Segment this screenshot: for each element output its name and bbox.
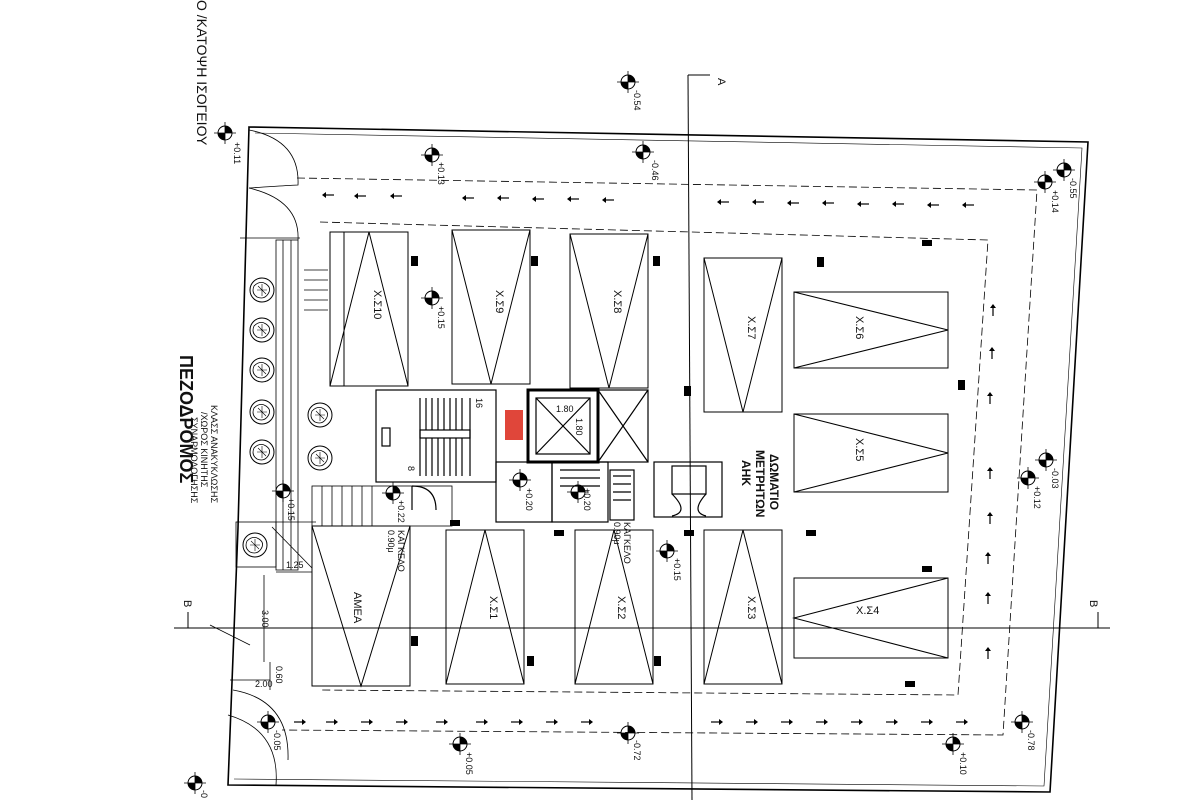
dim-3-00: 3.00 bbox=[260, 610, 270, 628]
parking-space-7 bbox=[703, 257, 783, 413]
level-012: +0.12 bbox=[1032, 486, 1042, 509]
parking-space-5 bbox=[793, 413, 949, 493]
parking-label-6: Χ.Σ6 bbox=[853, 316, 865, 339]
plot-boundary bbox=[227, 126, 1089, 793]
stairs-bottom-number: 8 bbox=[406, 466, 416, 471]
parking-label-3: Χ.Σ3 bbox=[745, 596, 757, 619]
level-010: +0.10 bbox=[958, 752, 968, 775]
level-014: +0.14 bbox=[1050, 190, 1060, 213]
section-label-a-top: A bbox=[715, 78, 727, 86]
parking-space-10 bbox=[329, 231, 409, 387]
parking-space-8 bbox=[569, 233, 649, 389]
parking-space-amea bbox=[311, 525, 411, 688]
street-note-2: /ΧΩΡΟΣ ΚΙΝΗΤΗΣ bbox=[199, 412, 209, 488]
meter-room-line-3: ΑΗΚ bbox=[739, 460, 753, 486]
level-003: -0.03 bbox=[1050, 468, 1060, 489]
level-011: +0.11 bbox=[232, 142, 242, 164]
meter-room-line-1: ΔΩΜΑΤΙΟ bbox=[767, 454, 781, 510]
street-note-1: ΚΛΑΣΣ ΑΝΑΚΥΚΛΩΣΗΣ bbox=[209, 405, 219, 503]
level-005a: -0.05 bbox=[272, 730, 282, 751]
dim-0-60: 0.60 bbox=[274, 666, 284, 684]
level-015c: +0.15 bbox=[672, 558, 682, 581]
drawing-title: Ο /ΚΑΤΟΨΗ ΙΣΟΓΕΙΟΥ bbox=[194, 0, 210, 146]
section-label-b-left: B bbox=[181, 600, 193, 607]
elevator-height: 1.80 bbox=[574, 418, 584, 436]
parking-space-3 bbox=[703, 529, 783, 685]
stairs-top-number: 16 bbox=[474, 398, 484, 408]
section-line-a: A bbox=[687, 74, 727, 800]
level-005b: +0.05 bbox=[464, 752, 474, 775]
gate-right-label: ΚΑΓΚΕΛΟ bbox=[622, 522, 632, 564]
dimensions bbox=[209, 571, 312, 690]
level-020a: +0.20 bbox=[524, 488, 534, 511]
level-055: -0.55 bbox=[1068, 178, 1078, 199]
gate-left-label: ΚΑΓΚΕΛΟ bbox=[396, 530, 406, 572]
parking-space-2 bbox=[574, 529, 654, 685]
parking-label-2: Χ.Σ2 bbox=[615, 596, 627, 619]
parking-space-9 bbox=[451, 229, 531, 385]
meter-room-line-2: ΜΕΤΡΗΤΩΝ bbox=[753, 450, 767, 517]
section-line-b: B B bbox=[174, 600, 1110, 629]
gate-left-height: 0.90μ bbox=[386, 530, 396, 553]
light-fixtures bbox=[411, 240, 965, 687]
driveway-outline bbox=[281, 177, 1038, 736]
level-020b: +0.20 bbox=[582, 488, 592, 511]
building-core bbox=[375, 388, 723, 523]
street-label: ΠΕΖΟΔΡΟΜΟΣ bbox=[176, 355, 196, 483]
level-054: -0.54 bbox=[632, 90, 642, 111]
parking-label-4: Χ.Σ4 bbox=[856, 605, 879, 617]
street-note-3: ΣΥΝΑΡΜΟΛΟΓΗΣΗΣ bbox=[189, 417, 199, 504]
level-046: -0.46 bbox=[650, 160, 660, 181]
fire-cabinet bbox=[505, 410, 523, 440]
dim-2-00: 2.00 bbox=[255, 679, 273, 689]
parking-space-6 bbox=[793, 291, 949, 369]
parking-space-1 bbox=[445, 529, 525, 685]
parking-space-4 bbox=[792, 577, 949, 659]
parking-label-8: Χ.Σ8 bbox=[611, 290, 623, 313]
parking-label-7: Χ.Σ7 bbox=[745, 316, 757, 339]
parking-label-10: Χ.Σ10 bbox=[371, 290, 383, 319]
level-015b: +0.15 bbox=[286, 498, 296, 521]
section-label-b-right: B bbox=[1087, 600, 1099, 607]
level-072: -0.72 bbox=[632, 740, 642, 761]
parking-label-9: Χ.Σ9 bbox=[493, 290, 505, 313]
level-000: -0 bbox=[199, 790, 209, 798]
elevator-width: 1.80 bbox=[556, 404, 574, 414]
level-022: +0.22 bbox=[396, 500, 406, 523]
level-078: -0.78 bbox=[1026, 730, 1036, 751]
parking-label-5: Χ.Σ5 bbox=[853, 438, 865, 461]
dim-1-25: 1.25 bbox=[286, 560, 304, 570]
parking-label-amea: ΑΜΕΑ bbox=[351, 592, 363, 624]
gate-right-height: 0.90μ bbox=[612, 522, 622, 545]
level-013: +0.13 bbox=[436, 162, 446, 185]
level-015a: +0.15 bbox=[436, 306, 446, 329]
level-labels: +0.11 +0.13 -0.54 -0.46 -0.55 +0.14 +0.1… bbox=[199, 90, 1078, 798]
parking-label-1: Χ.Σ1 bbox=[487, 596, 499, 619]
